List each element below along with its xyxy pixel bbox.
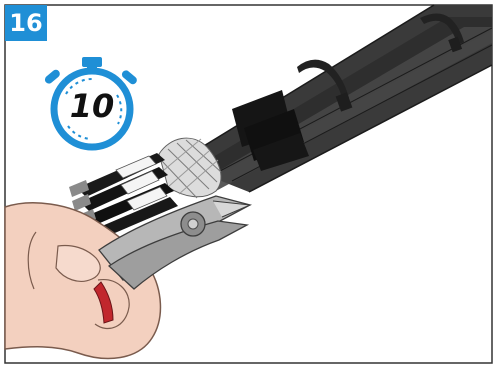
step-number-badge: 16 [5,5,47,41]
timer-minutes: 10 [57,86,127,126]
